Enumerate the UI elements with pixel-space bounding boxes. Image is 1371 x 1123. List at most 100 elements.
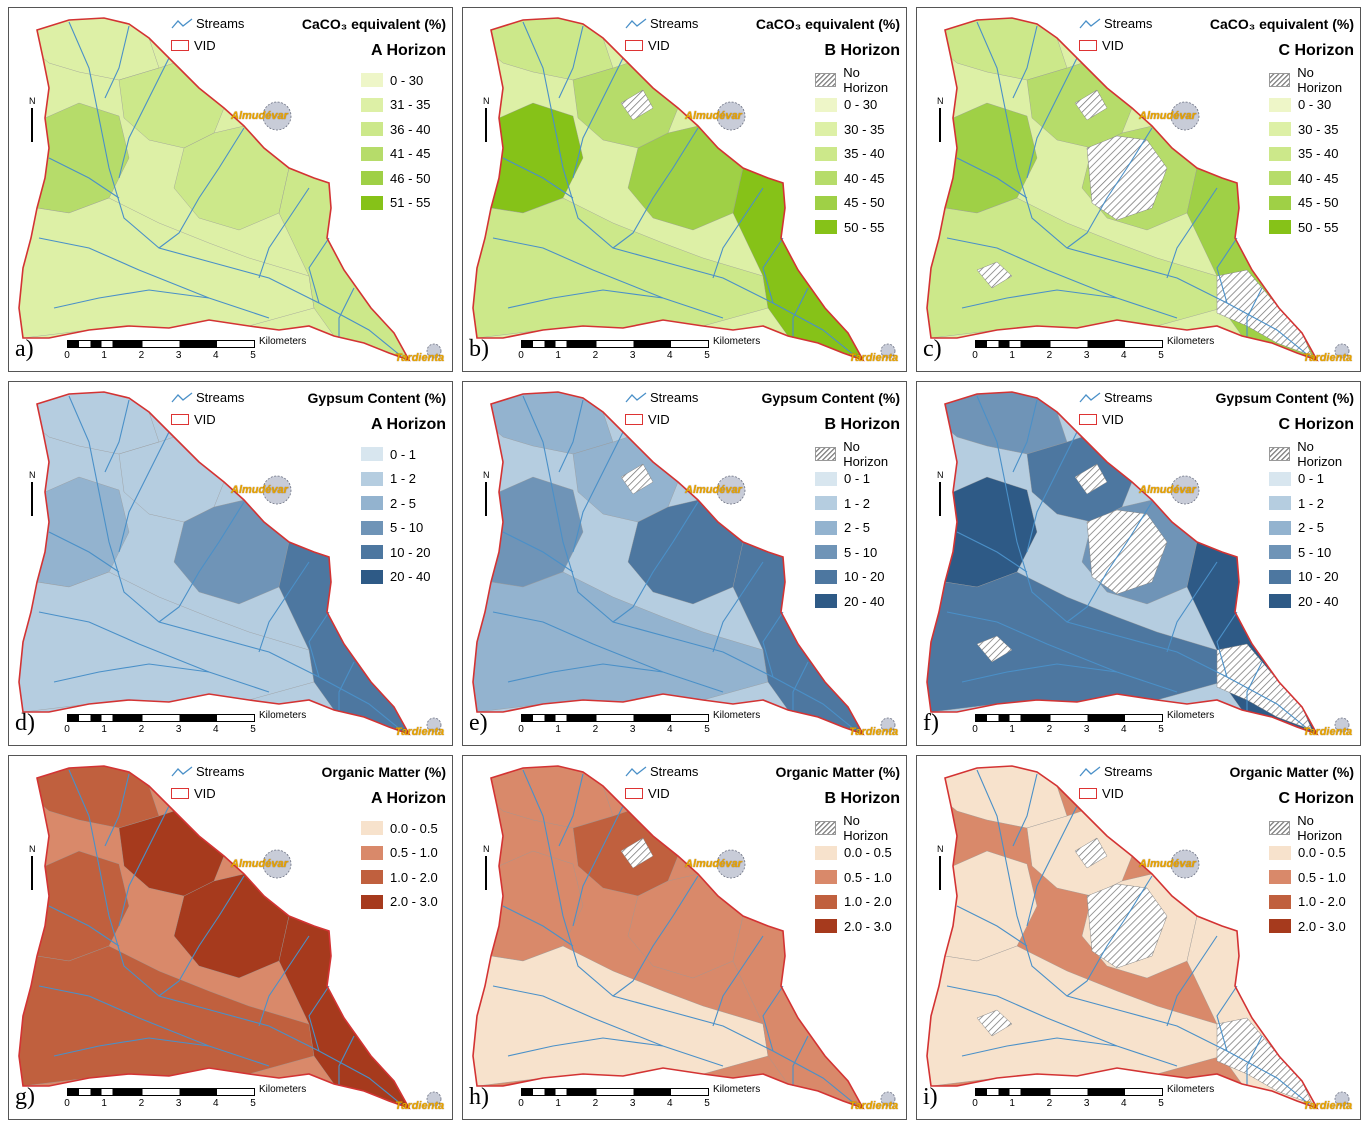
soil-class-regions [19, 18, 409, 360]
watershed-map [926, 765, 1350, 1110]
hatch-swatch [1269, 447, 1291, 462]
no-horizon-area [1074, 89, 1108, 121]
panel-label: b) [469, 336, 489, 362]
map-title: CaCO₃ equivalent (%) [1209, 16, 1354, 32]
legend-item-label: 1 - 2 [844, 495, 871, 511]
legend-item-label: 10 - 20 [844, 569, 885, 585]
stream-line [612, 875, 699, 997]
watershed-map [472, 391, 896, 736]
scale-tick-label: 3 [175, 1098, 182, 1109]
color-swatch [361, 569, 383, 584]
streams-label: Streams [196, 390, 245, 405]
scale-tick-label: 2 [1046, 724, 1053, 735]
color-swatch [1269, 496, 1291, 511]
legend-item: 5 - 10 [1269, 540, 1360, 565]
stream-line [1012, 399, 1038, 473]
legend-item-label: 45 - 50 [844, 195, 885, 211]
north-arrow: N [483, 96, 490, 142]
legend-item: 10 - 20 [815, 565, 906, 590]
legend-item-label: 35 - 40 [1298, 146, 1339, 162]
legend-item-no-horizon: No Horizon [815, 65, 906, 95]
scale-tick-label: 1 [555, 724, 561, 735]
stream-line [338, 661, 355, 712]
legend-item: 1.0 - 2.0 [1269, 890, 1360, 915]
vid-legend: VID [1079, 38, 1124, 53]
town-area-icon [426, 717, 442, 733]
stream-line [961, 663, 1118, 683]
north-label: N [937, 470, 944, 480]
color-swatch [1269, 894, 1291, 909]
scale-tick-label: 5 [1158, 350, 1164, 361]
streams-label: Streams [1104, 16, 1153, 31]
town-area-icon [1334, 343, 1350, 359]
legend-item: 20 - 40 [361, 565, 430, 590]
streams-legend: Streams [171, 390, 244, 405]
legend-item-no-horizon: No Horizon [1269, 813, 1360, 843]
scale-unit: Kilometers [1167, 710, 1215, 721]
vid-label: VID [648, 412, 670, 427]
stream-line [53, 663, 210, 683]
north-arrow: N [937, 96, 944, 142]
town-area-icon [716, 101, 746, 131]
stream-line [118, 431, 170, 553]
scale-tick-label: 3 [629, 350, 636, 361]
vid-legend: VID [1079, 412, 1124, 427]
color-swatch [815, 870, 837, 885]
color-swatch [815, 594, 837, 609]
scale-tick-label: 4 [213, 1098, 219, 1109]
color-swatch [361, 821, 383, 836]
stream-line [1012, 773, 1038, 847]
streams-legend: Streams [171, 16, 244, 31]
scale-tick-label: 5 [704, 350, 710, 361]
scale-tick-label: 2 [1046, 350, 1053, 361]
stream-line [258, 561, 310, 653]
legend-item: 20 - 40 [1269, 589, 1360, 614]
stream-line [158, 501, 245, 623]
north-label: N [29, 844, 36, 854]
stream-line [1216, 985, 1238, 1052]
map-panel-f: Streams VID Gypsum Content (%) C Horizon… [916, 381, 1361, 746]
color-swatch [1269, 569, 1291, 584]
legend-item: 51 - 55 [361, 191, 430, 216]
stream-line-icon [1079, 17, 1101, 28]
horizon-label: A Horizon [371, 416, 446, 433]
legend-item-label: 1 - 2 [1298, 495, 1325, 511]
scale-tick-label: 1 [1009, 1098, 1015, 1109]
vid-label: VID [1102, 412, 1124, 427]
horizon-label: B Horizon [824, 790, 900, 807]
legend-item: 1.0 - 2.0 [361, 865, 438, 890]
scale-tick-label: 1 [555, 1098, 561, 1109]
stream-line [1166, 187, 1218, 279]
north-label: N [29, 96, 36, 106]
stream-line [338, 1035, 355, 1086]
legend-item-label: 0 - 30 [1298, 97, 1332, 113]
stream-line [338, 287, 355, 338]
scale-tick-label: 1 [101, 724, 107, 735]
streams-legend: Streams [625, 390, 698, 405]
legend-item-label: 0 - 1 [844, 471, 871, 487]
vid-legend: VID [1079, 786, 1124, 801]
north-arrow: N [483, 844, 490, 890]
legend-item-label: 45 - 50 [1298, 195, 1339, 211]
legend-item-label: 1.0 - 2.0 [844, 894, 892, 910]
legend-item-label: 2 - 5 [1298, 520, 1325, 536]
stream-line [118, 57, 170, 179]
stream-line [712, 561, 764, 653]
scale-tick-label: 3 [1083, 350, 1090, 361]
stream-line [558, 773, 584, 847]
hatch-swatch [815, 73, 837, 88]
stream-line [258, 935, 310, 1027]
legend-item-label: 0.5 - 1.0 [844, 869, 892, 885]
legend-item-label: No Horizon [843, 439, 889, 470]
color-swatch [361, 171, 383, 186]
streams-label: Streams [1104, 764, 1153, 779]
stream-line [1166, 561, 1218, 653]
horizon-label: C Horizon [1278, 416, 1354, 433]
soil-region [118, 436, 225, 523]
